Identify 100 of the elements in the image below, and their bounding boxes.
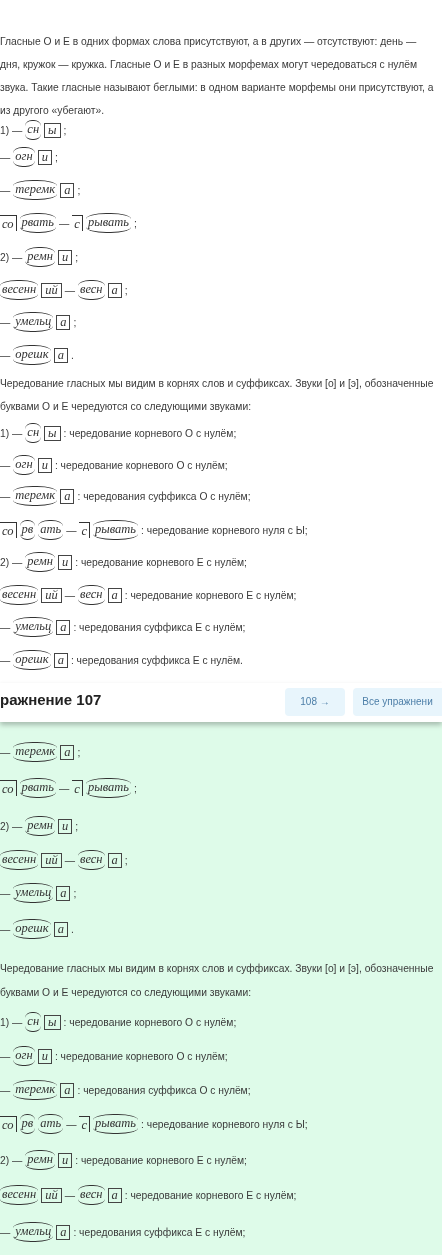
morpheme-ending: ий xyxy=(41,587,62,603)
morpheme-root: весенн xyxy=(0,585,39,605)
paragraph: Гласные О и Е в одних формах слова присутствуют, а в других — отсутствуют: день — дня, кружок — кружка. Гласные О и Е в разных морфемах могут чередоваться с нулём звука. Такие гласные называют беглыми: в одном варианте морфемы они присутствуют, а из другого «убегают». xyxy=(0,35,435,118)
answer-text: 1) — xyxy=(0,1016,23,1028)
answer-text: — xyxy=(0,746,11,758)
morpheme-ending: а xyxy=(107,852,122,868)
answer-text: . xyxy=(70,349,74,361)
morpheme-ending: и xyxy=(37,1048,52,1064)
answer-text: — xyxy=(64,284,75,296)
morpheme-ending: ы xyxy=(44,122,61,138)
morpheme-root: ремн xyxy=(25,247,55,267)
morpheme-ending: а xyxy=(107,587,122,603)
morpheme-root: весн xyxy=(77,850,105,870)
answer-text: — xyxy=(0,887,11,899)
morpheme-ending: ий xyxy=(41,852,62,868)
answer-text: — xyxy=(66,1118,77,1130)
answer-text: ; xyxy=(133,782,137,794)
morpheme-root: весенн xyxy=(0,850,39,870)
morpheme-root: теремк xyxy=(13,1080,58,1100)
answer-text: : чередования суффикса О с нулём; xyxy=(77,1084,251,1096)
answer-text: : чередование корневого О с нулём; xyxy=(54,1050,228,1062)
morpheme-ending: а xyxy=(60,488,75,504)
answer-text: — xyxy=(64,1189,75,1201)
morpheme-ending: а xyxy=(56,619,71,635)
morpheme-root: огн xyxy=(13,1046,35,1066)
answer-text: — xyxy=(0,490,11,502)
answer-text: : чередования суффикса Е с нулём; xyxy=(73,1226,246,1238)
morpheme-ending: и xyxy=(58,818,73,834)
morpheme-root: рв xyxy=(19,520,36,540)
answer-text: : чередования суффикса Е с нулём; xyxy=(73,621,246,633)
morpheme-ending: а xyxy=(56,1224,71,1240)
answer-text: 1) — xyxy=(0,427,23,439)
morpheme-root: огн xyxy=(13,147,35,167)
answer-text: — xyxy=(59,217,70,229)
answer-text: ; xyxy=(75,820,79,832)
paragraph: Чередование гласных мы видим в корнях слов и суффиксах. Звуки [о] и [э], обозначенные буквами О и Е чередуются со следующими звуками: xyxy=(0,962,435,1000)
answer-text: 2) — xyxy=(0,556,23,568)
answer-text: 2) — xyxy=(0,251,23,263)
answer-text: : чередование корневого Е с нулём; xyxy=(124,1189,297,1201)
morpheme-ending: а xyxy=(60,1082,75,1098)
morpheme-ending: ы xyxy=(44,1014,61,1030)
morpheme-ending: а xyxy=(107,282,122,298)
answer-text: ; xyxy=(73,316,77,328)
morpheme-ending: и xyxy=(37,149,52,165)
answer-text: 1) — xyxy=(0,124,23,136)
morpheme-root: рывать xyxy=(85,778,131,798)
morpheme-prefix: с xyxy=(79,1116,90,1132)
answer-text: — xyxy=(66,524,77,536)
morpheme-root: рывать xyxy=(93,520,139,540)
morpheme-ending: и xyxy=(58,1152,73,1168)
answer-text: — xyxy=(0,349,11,361)
morpheme-root: весенн xyxy=(0,280,39,300)
morpheme-prefix: с xyxy=(79,522,90,538)
answer-text: ; xyxy=(73,887,77,899)
morpheme-root: рвать xyxy=(19,778,57,798)
answer-text: — xyxy=(0,1084,11,1096)
answer-text: : чередование корневого нуля с Ы; xyxy=(141,524,308,536)
answer-text: — xyxy=(59,782,70,794)
morpheme-prefix: со xyxy=(0,780,17,796)
morpheme-root: теремк xyxy=(13,486,58,506)
answer-text: ; xyxy=(63,124,67,136)
morpheme-prefix: со xyxy=(0,1116,17,1132)
answer-text: : чередование корневого Е с нулём; xyxy=(124,589,297,601)
morpheme-root: орешк xyxy=(13,345,51,365)
morpheme-root: рвать xyxy=(19,213,57,233)
answer-text: : чередования суффикса О с нулём; xyxy=(77,490,251,502)
morpheme-prefix: с xyxy=(72,215,83,231)
morpheme-root: ремн xyxy=(25,816,55,836)
answer-text: ; xyxy=(54,151,58,163)
morpheme-root: умельц xyxy=(13,1222,54,1242)
answer-text: : чередования суффикса Е с нулём. xyxy=(70,654,243,666)
morpheme-ending: а xyxy=(107,1187,122,1203)
morpheme-prefix: с xyxy=(72,780,83,796)
answer-text: — xyxy=(0,1050,11,1062)
morpheme-ending: и xyxy=(58,249,73,265)
answer-text: ; xyxy=(77,184,81,196)
morpheme-root: умельц xyxy=(13,312,54,332)
morpheme-ending: ий xyxy=(41,1187,62,1203)
morpheme-root: весн xyxy=(77,1185,105,1205)
paragraph: Чередование гласных мы видим в корнях слов и суффиксах. Звуки [о] и [э], обозначенные буквами О и Е чередуются со следующими звуками: xyxy=(0,377,435,414)
all-exercises-button: Все упражнени xyxy=(353,688,442,716)
morpheme-prefix: со xyxy=(0,215,17,231)
exercise-title: ражнение 107 xyxy=(0,691,102,708)
morpheme-root: умельц xyxy=(13,883,54,903)
morpheme-prefix: со xyxy=(0,522,17,538)
morpheme-root: весн xyxy=(77,585,105,605)
morpheme-root: рв xyxy=(19,1114,36,1134)
morpheme-root: теремк xyxy=(13,742,58,762)
morpheme-root: огн xyxy=(13,455,35,475)
answer-text: — xyxy=(0,316,11,328)
morpheme-root: орешк xyxy=(13,650,51,670)
answer-text: — xyxy=(0,459,11,471)
answer-text: ; xyxy=(133,217,137,229)
morpheme-root: весн xyxy=(77,280,105,300)
morpheme-root: ремн xyxy=(25,552,55,572)
answer-text: : чередование корневого О с нулём; xyxy=(63,1016,237,1028)
morpheme-ending: ий xyxy=(41,282,62,298)
morpheme-ending: а xyxy=(60,182,75,198)
next-exercise-button: 108 → xyxy=(285,688,345,716)
answer-text: — xyxy=(0,923,11,935)
